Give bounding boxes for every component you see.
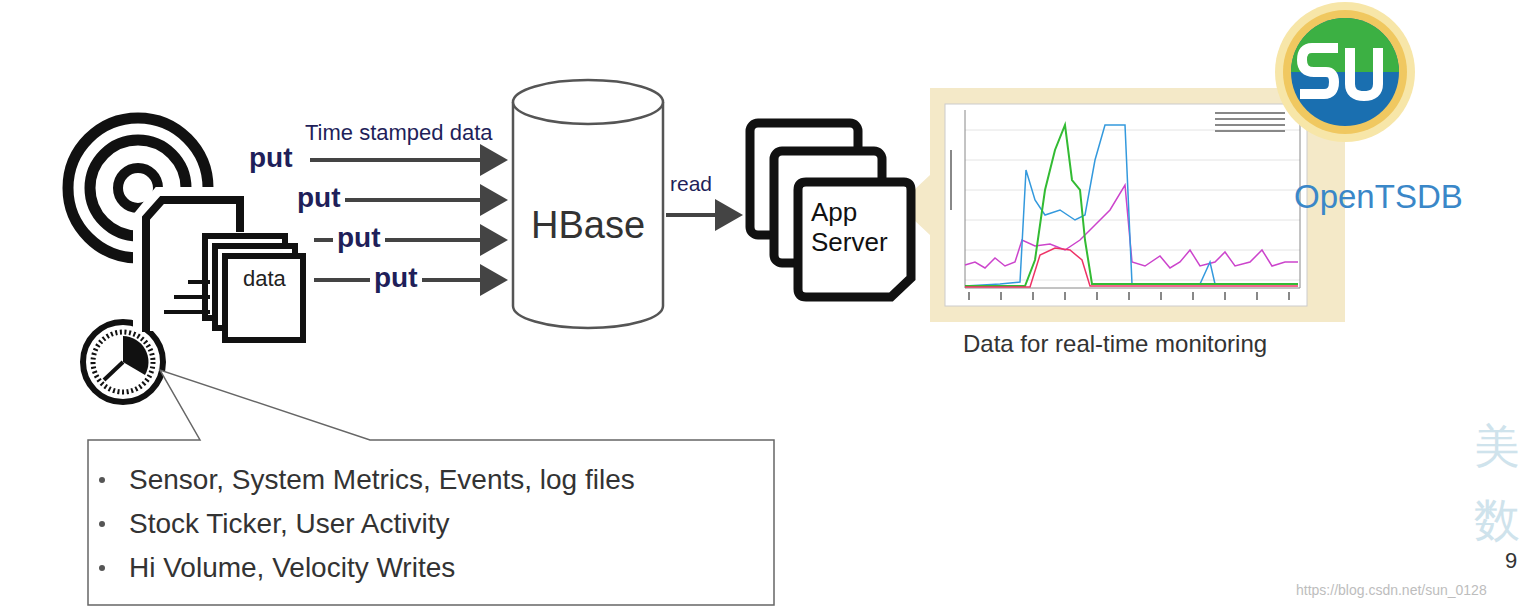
bullet-dot (99, 477, 105, 483)
edge-label: put (293, 182, 345, 214)
opentsdb-logo (1275, 2, 1415, 142)
data-arrow (310, 158, 504, 162)
edge-label: put (333, 222, 385, 254)
data-source-icon: data (60, 100, 310, 345)
source-url: https://blog.csdn.net/sun_0128 (1296, 582, 1487, 598)
bullet-row: Sensor, System Metrics, Events, log file… (87, 458, 755, 502)
callout-border (88, 370, 774, 605)
app-server-stack: App Server (745, 118, 917, 302)
data-arrow (666, 213, 739, 217)
edge-label: put (370, 262, 422, 294)
bullet-row: Hi Volume, Velocity Writes (87, 546, 755, 590)
data-label: data (243, 266, 286, 291)
edge-label: put (245, 142, 297, 174)
callout-box: Sensor, System Metrics, Events, log file… (87, 440, 775, 606)
bullet-row: Stock Ticker, User Activity (87, 502, 755, 546)
clock-icon (83, 322, 163, 402)
bullet-text: Stock Ticker, User Activity (129, 508, 450, 540)
bullet-dot (99, 565, 105, 571)
chart-panel (898, 88, 1345, 322)
hbase-cylinder: HBase (510, 78, 666, 332)
edge-label: read (670, 172, 712, 196)
bullet-text: Sensor, System Metrics, Events, log file… (129, 464, 635, 496)
bullet-text: Hi Volume, Velocity Writes (129, 552, 455, 584)
page-number: 9 (1505, 548, 1517, 574)
arrow-caption: Time stamped data (305, 120, 493, 146)
app-server-label: App Server (811, 198, 907, 258)
logo-name: OpenTSDB (1294, 178, 1463, 216)
bullet-dot (99, 521, 105, 527)
watermark: 美数 (1474, 410, 1520, 557)
hbase-label: HBase (531, 204, 645, 248)
chart-caption: Data for real-time monitoring (963, 330, 1267, 358)
data-source-icon-outline (60, 100, 310, 345)
